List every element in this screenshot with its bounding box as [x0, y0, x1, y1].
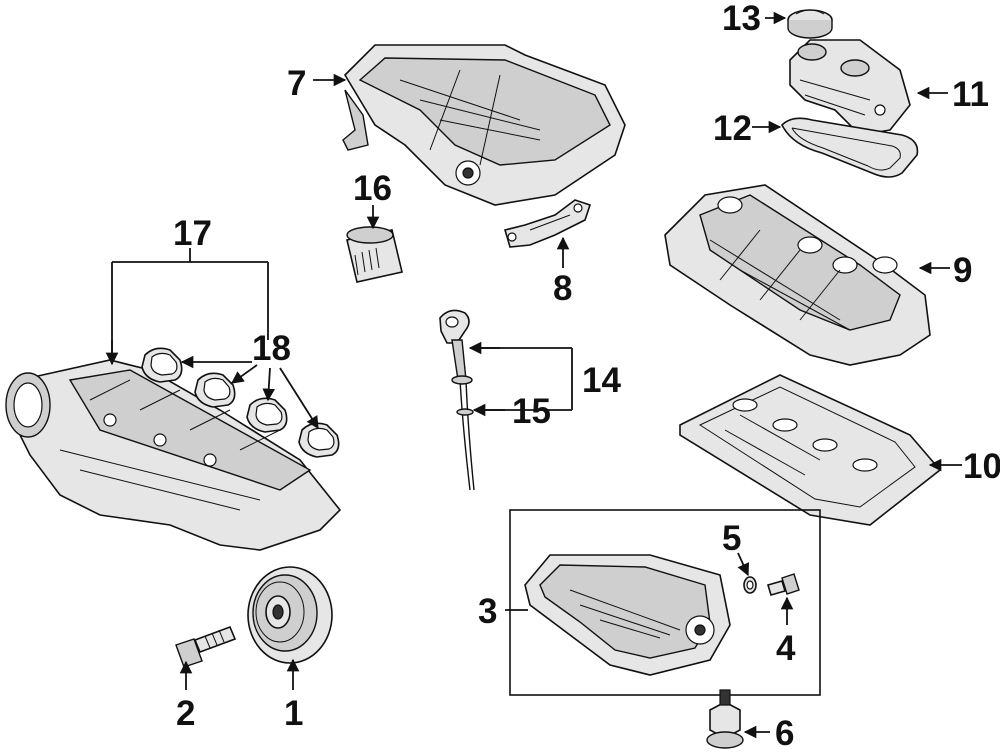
oil-filler-cap[interactable] [787, 9, 833, 39]
gasket-4 [298, 422, 340, 458]
separator-gasket[interactable] [781, 117, 919, 178]
valve-cover-gasket[interactable] [679, 374, 942, 526]
callout-14: 14 [582, 361, 621, 400]
leader-18c [262, 367, 275, 402]
oil-filter[interactable] [346, 226, 403, 283]
callout-7: 7 [287, 64, 306, 103]
callout-8: 8 [553, 269, 572, 308]
callout-16: 16 [353, 169, 392, 208]
callout-9: 9 [953, 251, 972, 290]
callout-12: 12 [713, 109, 752, 148]
callout-15: 15 [512, 392, 551, 431]
drain-plug-bolt[interactable] [767, 573, 800, 596]
oil-level-sensor[interactable] [706, 689, 744, 749]
drain-plug-washer[interactable] [743, 576, 757, 594]
gasket-1 [141, 347, 183, 383]
oil-separator[interactable] [789, 39, 911, 136]
leader-18d [279, 367, 319, 430]
callout-18: 18 [252, 329, 291, 368]
dipstick[interactable] [439, 309, 475, 491]
pulley-bolt[interactable] [175, 625, 237, 668]
leader-5 [737, 552, 750, 577]
group-box-3 [509, 509, 821, 696]
gasket-2 [194, 372, 236, 408]
callout-6: 6 [775, 714, 794, 753]
callout-2: 2 [176, 694, 195, 733]
callout-17: 17 [173, 214, 212, 253]
oil-pan-lower[interactable] [524, 554, 731, 676]
bracket-17 [111, 261, 269, 360]
callout-3: 3 [478, 592, 497, 631]
callout-4: 4 [776, 629, 796, 668]
crankshaft-pulley[interactable] [247, 566, 333, 664]
oil-pan-upper[interactable] [342, 44, 626, 206]
callout-11: 11 [952, 75, 989, 114]
callout-1: 1 [284, 694, 303, 733]
intake-manifold-gaskets[interactable] [141, 347, 340, 458]
callout-5: 5 [722, 519, 741, 558]
valve-cover[interactable] [664, 184, 931, 366]
oil-pump-bracket[interactable] [503, 199, 592, 248]
callout-10: 10 [963, 447, 1000, 486]
leader-18b [230, 364, 258, 384]
gasket-3 [246, 397, 288, 433]
intake-manifold[interactable] [5, 359, 342, 551]
callout-13: 13 [722, 0, 761, 38]
